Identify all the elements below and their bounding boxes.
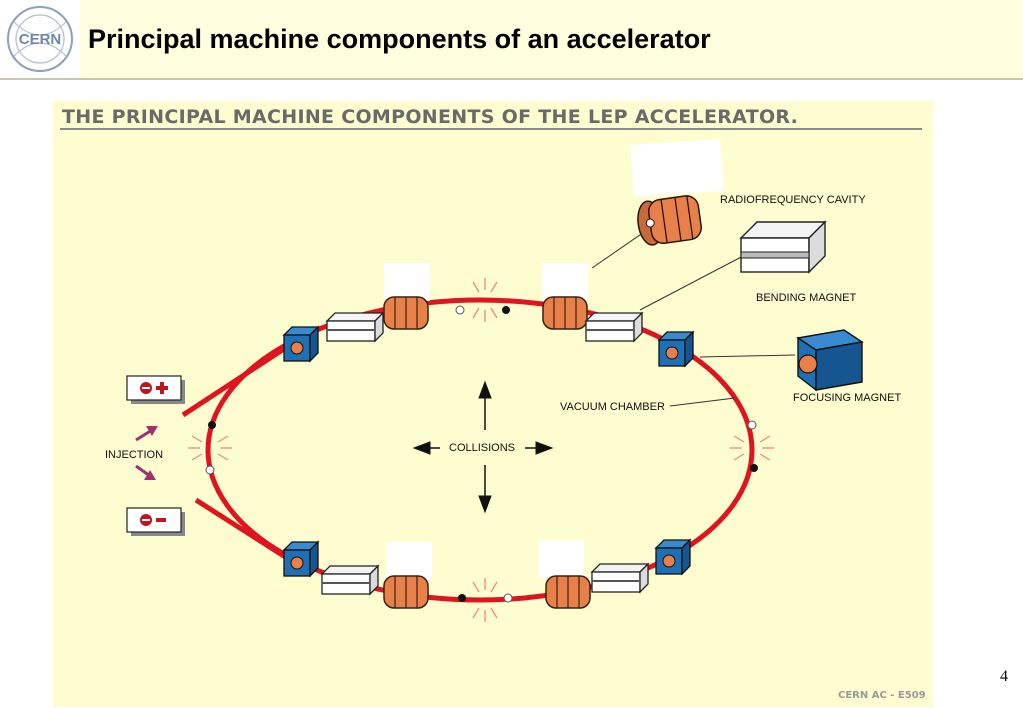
bending-magnet [321, 565, 379, 595]
label-focusing-magnet: FOCUSING MAGNET [793, 392, 902, 404]
focusing-magnet [658, 331, 694, 367]
figure-title-rule [60, 128, 922, 130]
injection-arrow-in [135, 426, 158, 442]
label-injection: INJECTION [105, 449, 164, 461]
label-collisions: COLLISIONS [449, 442, 516, 454]
particle-bunch [205, 305, 758, 603]
logo-text: CERN [19, 31, 62, 48]
blank-box [542, 263, 588, 301]
blank-box [630, 138, 724, 198]
pointer-line [639, 254, 746, 311]
electron-box [126, 507, 185, 536]
label-rf-cavity: RADIOFREQUENCY CAVITY [720, 194, 866, 206]
label-bending-magnet: BENDING MAGNET [756, 292, 857, 304]
cern-logo: CERN [0, 0, 80, 78]
blank-box [386, 542, 432, 580]
rf-cavity [383, 575, 429, 609]
focusing-magnet [655, 539, 691, 575]
injection-line-bottom [194, 497, 292, 563]
focusing-magnet-illustration [796, 329, 864, 392]
slide-title: Principal machine components of an accel… [88, 24, 711, 54]
bending-magnet-illustration [739, 220, 827, 274]
cern-logo-icon: CERN [7, 6, 73, 72]
bending-magnet [326, 312, 384, 342]
blank-box [384, 263, 430, 301]
pointer-line [669, 397, 736, 407]
rf-cavity [383, 296, 429, 330]
focusing-magnet [283, 541, 319, 577]
positron-box [126, 375, 185, 404]
focusing-magnet [283, 326, 319, 362]
page-number: 4 [1000, 668, 1008, 685]
beam-ring [205, 297, 755, 603]
rf-cavity [542, 296, 588, 330]
slide-header: CERN Principal machine components of an … [0, 0, 1023, 80]
bending-magnet [591, 563, 649, 593]
figure-title: THE PRINCIPAL MACHINE COMPONENTS OF THE … [62, 106, 799, 128]
label-vacuum-chamber: VACUUM CHAMBER [560, 401, 665, 413]
figure-credit: CERN AC - E509 [838, 690, 926, 701]
collision-arrows [412, 380, 554, 514]
injection-line-top [181, 342, 292, 418]
blank-box [538, 540, 584, 578]
injection-arrow-out [135, 464, 156, 480]
pointer-line [699, 354, 796, 358]
bending-magnet [585, 312, 643, 342]
rf-cavity-illustration [637, 195, 702, 246]
rf-cavity [545, 575, 591, 609]
